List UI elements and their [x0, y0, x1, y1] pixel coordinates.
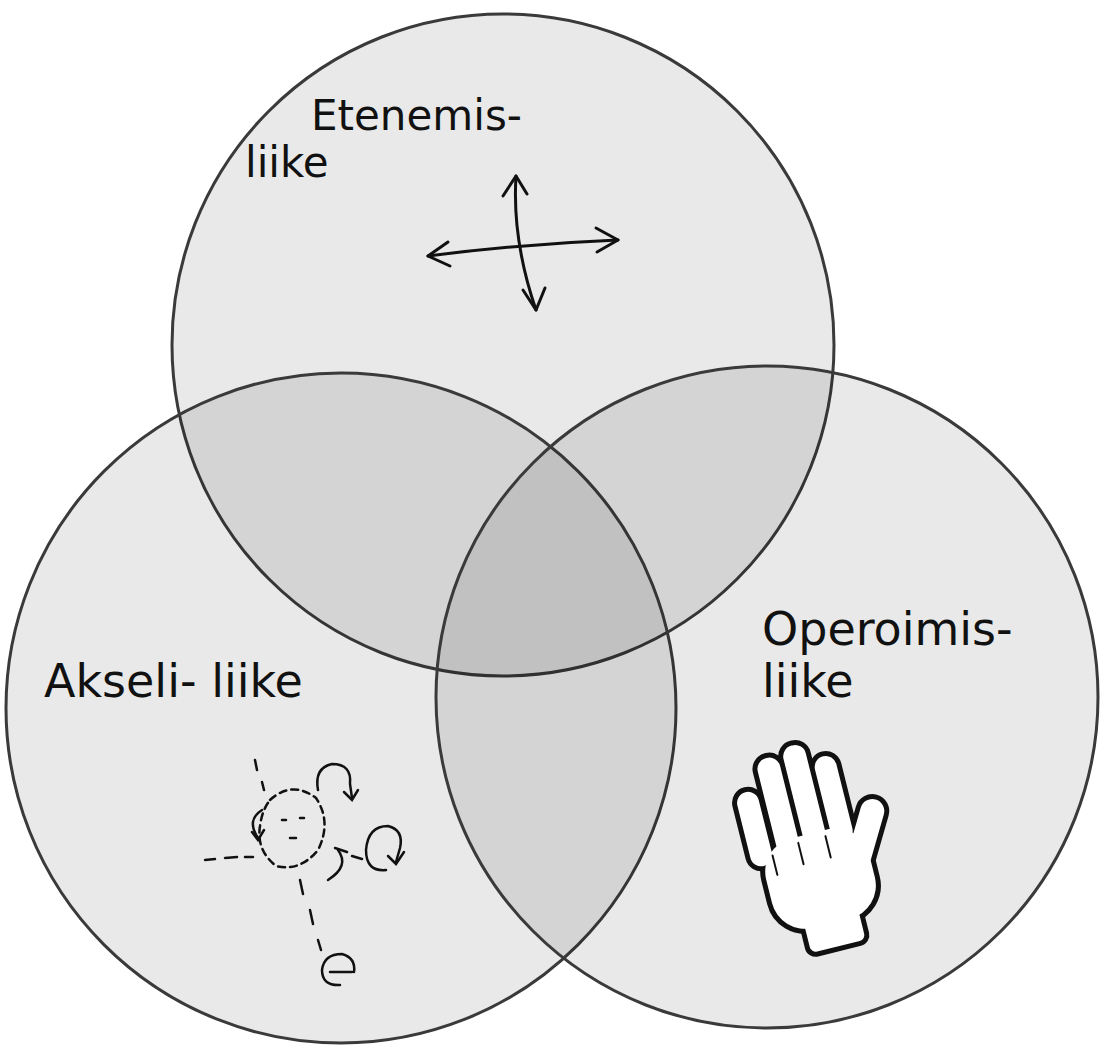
- circle-label: Akseli- liike: [44, 656, 309, 708]
- head-rotation-sketch: [205, 760, 404, 985]
- circle-label: Operoimis- liike: [762, 604, 1062, 707]
- circle-shape: [436, 366, 1098, 1028]
- circle-label: Etenemis- liike: [245, 92, 590, 186]
- direction-arrows: [428, 176, 618, 310]
- venn-circle: Operoimis- liike: [434, 364, 1100, 1030]
- hand-icon: [727, 727, 918, 962]
